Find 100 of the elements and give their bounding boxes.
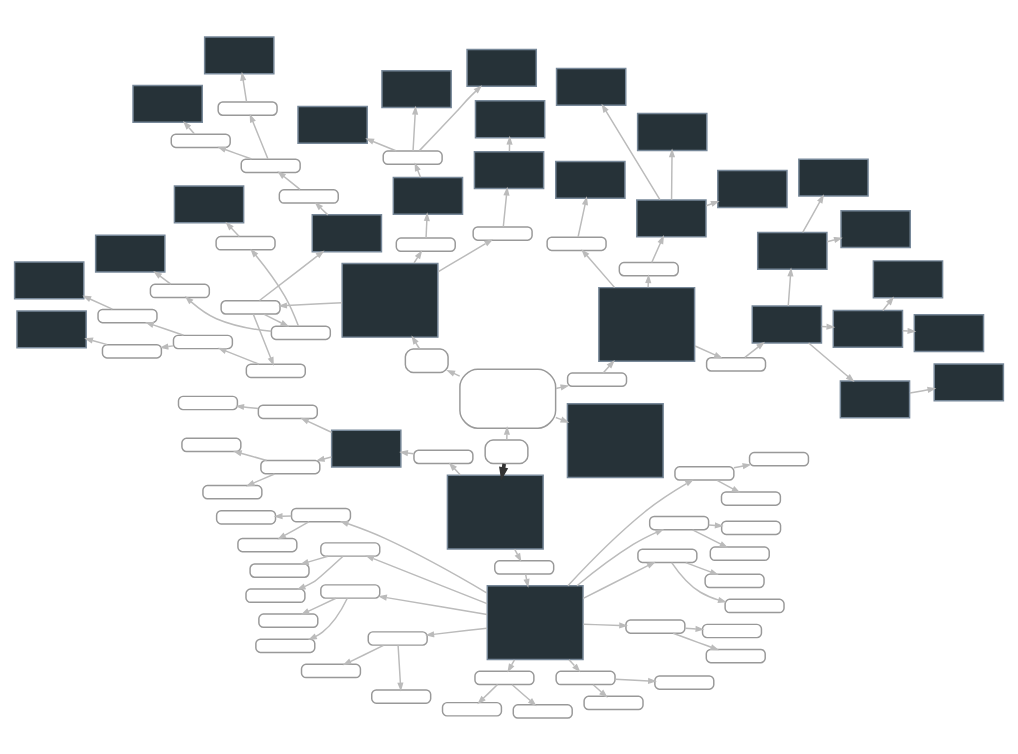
- arrow: [448, 462, 462, 476]
- node-box: [840, 209, 911, 248]
- arrow: [411, 335, 421, 349]
- arrow: [567, 478, 694, 586]
- arrow: [582, 561, 656, 599]
- node-box: [215, 235, 276, 251]
- node-box: [404, 347, 449, 373]
- arrow: [235, 403, 259, 410]
- arrow: [582, 621, 629, 628]
- node-box: [203, 35, 275, 74]
- arrow: [807, 341, 855, 382]
- arrow: [249, 113, 269, 160]
- node-box: [933, 362, 1005, 401]
- arrow: [502, 186, 510, 228]
- arrow: [258, 250, 325, 301]
- arrow: [250, 248, 300, 326]
- arrow: [503, 425, 510, 440]
- node-box: [441, 701, 503, 717]
- arrow: [365, 137, 398, 152]
- node-box: [297, 105, 368, 144]
- arrow: [708, 521, 724, 528]
- arrow: [217, 146, 253, 160]
- arrow: [651, 234, 664, 263]
- node-box: [839, 379, 911, 419]
- arrow: [691, 528, 729, 548]
- arrow: [217, 347, 260, 365]
- arrow: [744, 341, 765, 358]
- node-box: [636, 112, 708, 151]
- node-box: [674, 465, 735, 481]
- node-box: [546, 235, 607, 251]
- node-box: [270, 324, 332, 340]
- arrow: [277, 170, 301, 190]
- node-box: [555, 160, 626, 199]
- node-box: [748, 451, 810, 467]
- arrow: [716, 479, 741, 493]
- node-box: [872, 259, 944, 298]
- node-box: [913, 313, 985, 352]
- arrow: [314, 201, 329, 216]
- arrow: [602, 359, 615, 374]
- arrow: [902, 327, 917, 334]
- arrow: [296, 555, 344, 590]
- node-box: [101, 343, 163, 359]
- node-box: [94, 234, 166, 273]
- node-box: [705, 648, 766, 663]
- node-box: [709, 545, 770, 561]
- node-box: [583, 695, 644, 710]
- node-box: [320, 583, 381, 599]
- node-box: [173, 184, 245, 224]
- arrow: [576, 528, 665, 586]
- arrow: [514, 548, 522, 562]
- node-box: [300, 663, 362, 678]
- node-box: [382, 149, 443, 165]
- node-box: [320, 541, 381, 557]
- node-box: [311, 213, 383, 252]
- arrow: [299, 554, 329, 565]
- arrow: [300, 597, 337, 615]
- arrow: [601, 103, 661, 200]
- arrow: [555, 383, 570, 390]
- arrow: [342, 644, 385, 665]
- node-box: [170, 132, 231, 148]
- node-box: [512, 703, 573, 719]
- node-box: [260, 459, 321, 474]
- node-box: [149, 283, 211, 298]
- arrow: [414, 161, 422, 178]
- node-box: [237, 537, 298, 552]
- node-box: [257, 404, 318, 419]
- node-box: [566, 371, 628, 387]
- arrow: [240, 71, 248, 102]
- node-box: [473, 150, 545, 189]
- arrow: [378, 594, 488, 615]
- node-box: [654, 674, 715, 690]
- arrow: [801, 193, 824, 233]
- arrow: [592, 683, 608, 698]
- node-box: [381, 69, 452, 108]
- node-box: [97, 308, 158, 323]
- arrow: [300, 417, 333, 433]
- arrow: [232, 449, 268, 461]
- arrow: [523, 572, 530, 588]
- arrow: [437, 238, 494, 272]
- node-box: [459, 368, 557, 429]
- node-box: [474, 99, 546, 138]
- arrow: [273, 512, 293, 519]
- node-box: [832, 309, 904, 348]
- arrow: [418, 84, 483, 151]
- node-box: [132, 84, 203, 123]
- node-box: [245, 362, 306, 378]
- node-box: [215, 509, 277, 525]
- arrow: [668, 148, 676, 200]
- node-box: [798, 157, 869, 197]
- arrow: [645, 273, 652, 288]
- arrow: [670, 561, 727, 603]
- node-box: [258, 612, 319, 628]
- arrow: [82, 295, 114, 310]
- node-box: [637, 547, 698, 563]
- node-box: [255, 637, 316, 653]
- node-box: [598, 286, 696, 362]
- node-box: [566, 402, 664, 478]
- node-box: [618, 261, 679, 276]
- arrow: [278, 301, 343, 309]
- arrow: [397, 643, 404, 691]
